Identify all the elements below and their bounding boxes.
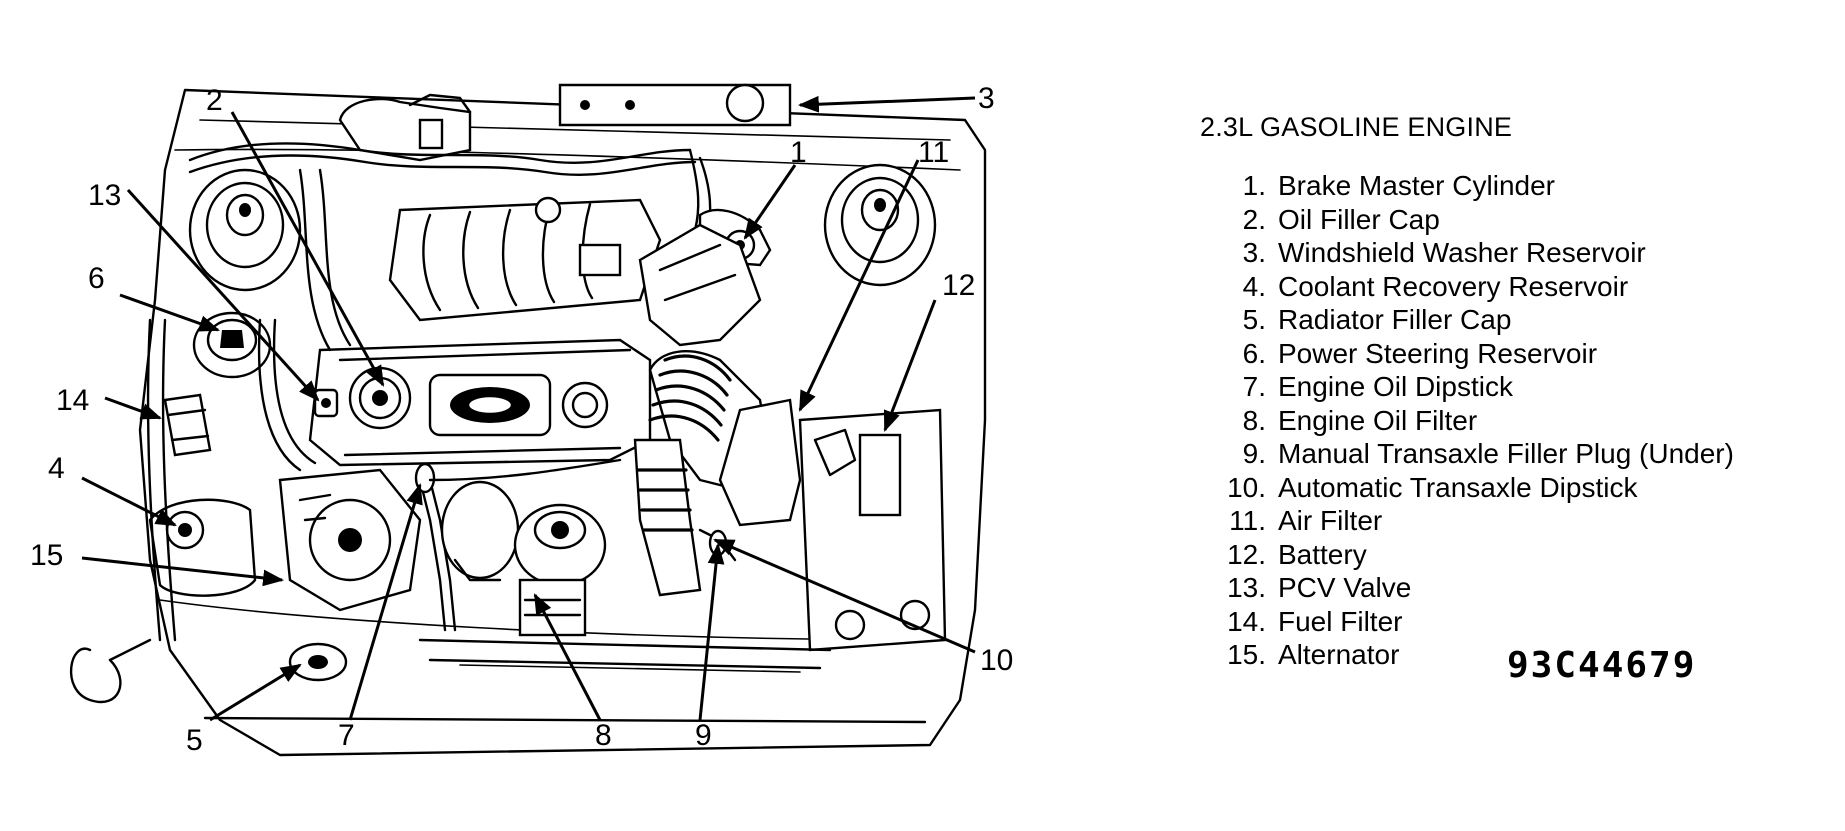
leader-lines bbox=[81, 95, 976, 722]
throttle-body bbox=[638, 223, 762, 347]
valve-cover bbox=[308, 338, 652, 467]
washer-reservoir bbox=[558, 83, 792, 127]
legend-item: 6. Power Steering Reservoir bbox=[1200, 337, 1840, 371]
callout-2: 2 bbox=[206, 84, 223, 117]
engine-oil-filter bbox=[513, 503, 607, 637]
wiper-motor bbox=[338, 93, 472, 162]
legend-number: 14. bbox=[1227, 605, 1266, 637]
legend-number: 1. bbox=[1242, 170, 1266, 201]
alternator bbox=[278, 468, 422, 612]
legend-item: 3. Windshield Washer Reservoir bbox=[1200, 236, 1840, 270]
legend-label: Windshield Washer Reservoir bbox=[1278, 237, 1646, 268]
legend-number: 12. bbox=[1227, 538, 1266, 570]
legend-item: 14. Fuel Filter bbox=[1200, 605, 1840, 639]
callout-6: 6 bbox=[88, 262, 105, 295]
legend-label: Radiator Filler Cap bbox=[1278, 304, 1512, 335]
legend-label: Engine Oil Filter bbox=[1278, 404, 1478, 436]
callout-10: 10 bbox=[980, 644, 1013, 677]
legend-number: 9. bbox=[1242, 438, 1266, 469]
engine-bay-illustration: 2 3 1 11 13 12 6 14 4 15 5 7 8 9 10 bbox=[30, 82, 1013, 757]
legend-number: 2. bbox=[1242, 203, 1266, 235]
callout-14: 14 bbox=[56, 384, 89, 417]
legend-item: 8. Engine Oil Filter bbox=[1200, 404, 1840, 438]
callout-3: 3 bbox=[978, 82, 995, 115]
callout-9: 9 bbox=[695, 719, 712, 752]
legend-number: 3. bbox=[1242, 237, 1266, 268]
callout-8: 8 bbox=[595, 719, 612, 752]
legend-number: 13. bbox=[1227, 572, 1266, 603]
legend-label: Alternator bbox=[1278, 639, 1400, 670]
intake-tube bbox=[633, 438, 702, 597]
legend-item: 12. Battery bbox=[1200, 538, 1840, 572]
legend-label: Power Steering Reservoir bbox=[1278, 337, 1598, 369]
legend-item: 10. Automatic Transaxle Dipstick bbox=[1200, 471, 1840, 505]
left-strut-tower bbox=[188, 168, 302, 292]
callout-13: 13 bbox=[88, 179, 121, 212]
callout-15: 15 bbox=[30, 539, 63, 572]
legend-number: 7. bbox=[1242, 371, 1266, 402]
right-strut-tower bbox=[823, 163, 937, 287]
legend-item: 2. Oil Filler Cap bbox=[1200, 203, 1840, 237]
legend-item: 5. Radiator Filler Cap bbox=[1200, 303, 1840, 337]
callout-4: 4 bbox=[48, 452, 65, 485]
legend-number: 15. bbox=[1227, 639, 1266, 670]
legend-number: 10. bbox=[1227, 471, 1266, 503]
legend-label: Coolant Recovery Reservoir bbox=[1278, 270, 1629, 302]
intake-manifold bbox=[388, 196, 662, 322]
legend-number: 8. bbox=[1242, 404, 1266, 436]
fuel-filter bbox=[163, 393, 212, 457]
diagram-title: 2.3L GASOLINE ENGINE bbox=[1200, 112, 1513, 142]
legend-label: Automatic Transaxle Dipstick bbox=[1278, 471, 1638, 503]
legend-item: 4. Coolant Recovery Reservoir bbox=[1200, 270, 1840, 304]
legend-item: 7. Engine Oil Dipstick bbox=[1200, 370, 1840, 404]
legend-item: 11. Air Filter bbox=[1200, 504, 1840, 538]
radiator-filler-cap bbox=[288, 642, 348, 682]
legend-number: 11. bbox=[1229, 505, 1266, 536]
legend-label: Battery bbox=[1278, 538, 1367, 570]
legend-number: 5. bbox=[1242, 304, 1266, 335]
legend-label: Air Filter bbox=[1278, 505, 1383, 536]
legend-label: Fuel Filter bbox=[1278, 605, 1403, 637]
legend-item: 9. Manual Transaxle Filler Plug (Under) bbox=[1200, 437, 1840, 471]
callout-12: 12 bbox=[942, 269, 975, 302]
engine-oil-dipstick bbox=[414, 462, 457, 632]
callout-11: 11 bbox=[918, 136, 949, 169]
callout-1: 1 bbox=[790, 136, 807, 169]
legend-label: Engine Oil Dipstick bbox=[1278, 371, 1513, 402]
air-filter-housing bbox=[718, 398, 802, 527]
legend-label: Brake Master Cylinder bbox=[1278, 170, 1555, 201]
figure-code: 93C44679 bbox=[1507, 645, 1697, 686]
legend-label: Manual Transaxle Filler Plug (Under) bbox=[1278, 438, 1734, 469]
legend-item: 15. Alternator bbox=[1200, 638, 1840, 672]
legend-label: Oil Filler Cap bbox=[1278, 203, 1440, 235]
legend: 2.3L GASOLINE ENGINE 1. Brake Master Cyli… bbox=[1200, 112, 1840, 672]
legend-number: 4. bbox=[1242, 270, 1266, 302]
legend-label: PCV Valve bbox=[1278, 572, 1412, 603]
legend-item: 13. PCV Valve bbox=[1200, 571, 1840, 605]
legend-number: 6. bbox=[1242, 337, 1266, 369]
legend-list: 1. Brake Master Cylinder 2. Oil Filler Cap… bbox=[1200, 169, 1840, 672]
wire-harness bbox=[69, 168, 622, 704]
radiator-support bbox=[418, 638, 832, 673]
callout-5: 5 bbox=[186, 724, 203, 757]
distributor-cap bbox=[440, 480, 520, 582]
callout-7: 7 bbox=[338, 719, 355, 752]
pcv-valve bbox=[313, 388, 339, 418]
battery bbox=[798, 408, 947, 652]
legend-item: 1. Brake Master Cylinder bbox=[1200, 169, 1840, 203]
